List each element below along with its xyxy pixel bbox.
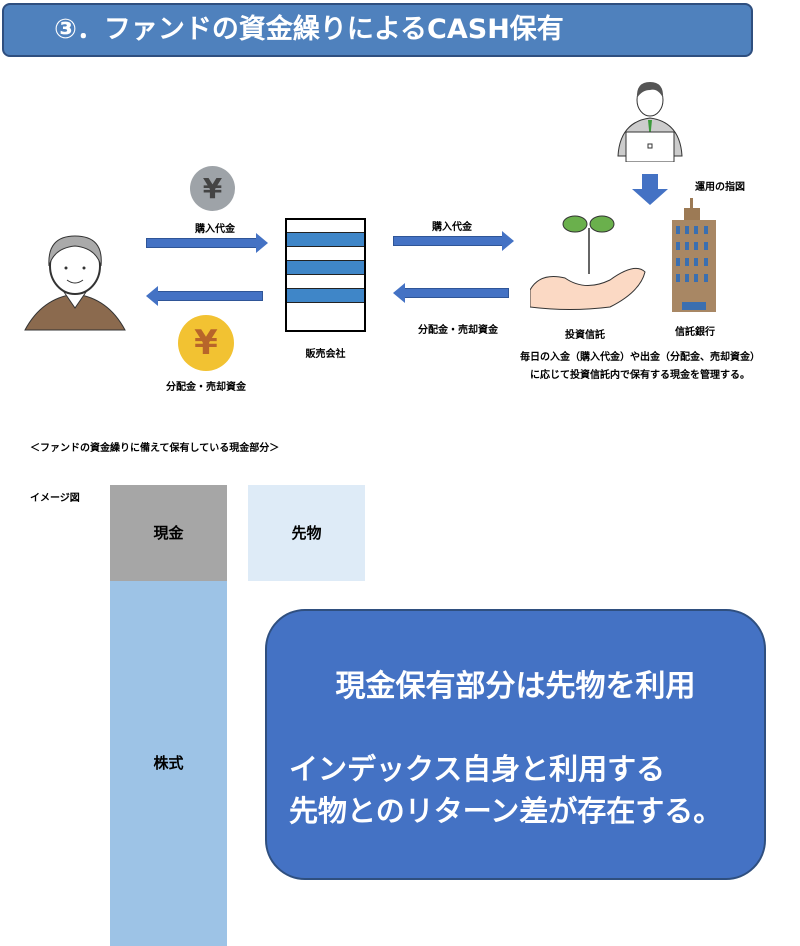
note-line-1: 毎日の入金（購入代金）や出金（分配金、売却資金） <box>520 352 760 363</box>
distributor-label: 販売会社 <box>305 349 346 360</box>
yen-coin-gray-icon: ¥ <box>190 166 235 211</box>
arrow-left-redemption-right <box>393 283 509 303</box>
lower-heading: ＜ファンドの資金繰りに備えて保有している現金部分＞ <box>30 443 280 454</box>
redemption-label-right: 分配金・売却資金 <box>418 325 498 336</box>
callout-line-3: 先物とのリターン差が存在する。 <box>289 794 723 828</box>
stocks-block: 株式 <box>110 581 227 946</box>
note-line-2: に応じて投資信託内で保有する現金を管理する。 <box>530 370 750 381</box>
image-label: イメージ図 <box>30 493 80 504</box>
cash-block: 現金 <box>110 485 227 581</box>
trust-bank-label: 信託銀行 <box>675 327 715 338</box>
trust-bank-building-icon <box>672 198 716 312</box>
distributor-building-icon <box>285 218 366 332</box>
redemption-label-left: 分配金・売却資金 <box>166 382 246 393</box>
instruction-label: 運用の指図 <box>695 182 745 193</box>
arrow-right-purchase-right <box>393 231 514 251</box>
investor-icon <box>24 235 126 331</box>
page-title: ③．ファンドの資金繰りによるCASH保有 <box>2 3 753 57</box>
callout-line-1: 現金保有部分は先物を利用 <box>335 669 696 704</box>
sprout-hand-icon <box>530 215 646 310</box>
arrow-right-purchase-left <box>146 233 268 253</box>
investment-trust-label: 投資信託 <box>565 330 605 341</box>
yen-coin-gold-icon: ¥ <box>178 315 234 371</box>
purchase-label-right: 購入代金 <box>432 222 472 233</box>
callout-box: 現金保有部分は先物を利用 インデックス自身と利用する 先物とのリターン差が存在す… <box>265 609 766 880</box>
fund-manager-icon <box>617 82 683 162</box>
arrow-left-redemption-left <box>146 286 263 306</box>
futures-block: 先物 <box>248 485 365 581</box>
arrow-down-instruction-icon <box>632 174 668 206</box>
purchase-label-left: 購入代金 <box>195 224 235 235</box>
callout-line-2: インデックス自身と利用する <box>289 752 666 786</box>
